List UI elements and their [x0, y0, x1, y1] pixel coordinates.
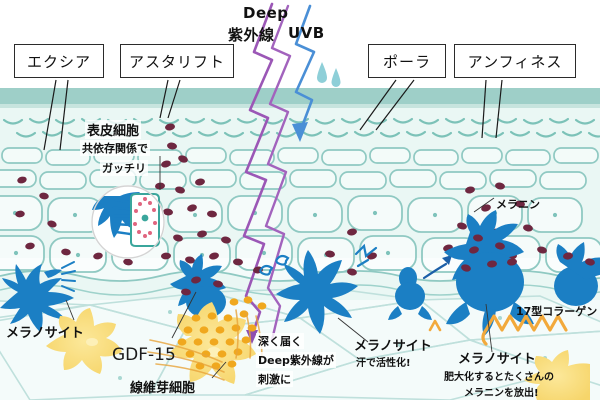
brand-label-amphinese[interactable]: アンフィネス — [454, 44, 576, 78]
annotation-melanocyte-right-sub1: 肥大化するとたくさんの — [444, 372, 554, 383]
title-uvb: UVB — [288, 24, 325, 42]
annotation-fibroblast: 線維芽細胞 — [130, 381, 196, 396]
leader-lines — [43, 79, 503, 151]
annotation-melanocyte-right-sub2: メラニンを放出! — [464, 388, 539, 399]
annotation-melanocyte-mid-sub: 汗で活性化! — [356, 358, 411, 369]
annotation-collagen17: 17型コラーゲン — [516, 305, 598, 318]
magnified-cell-detail — [91, 185, 165, 259]
brand-label-pola[interactable]: ポーラ — [368, 44, 446, 78]
annotation-deep-uv-line1: 深く届く — [256, 333, 304, 349]
fibroblast-left-shape — [46, 308, 122, 374]
sweat-droplets — [317, 62, 341, 87]
melanocyte-small-right-shape — [388, 267, 432, 320]
title-deep: Deep — [243, 4, 289, 22]
annotation-melanocyte-right: メラノサイト — [458, 352, 536, 367]
annotation-melanocyte-mid: メラノサイト — [354, 339, 432, 354]
melanin-granules-left — [15, 176, 133, 266]
uvb-ray — [294, 4, 316, 134]
collagen17-chain — [481, 314, 568, 346]
annotation-melanin: メラニン — [496, 198, 540, 211]
annotation-gatchiri: ガッチリ — [100, 160, 148, 176]
melanin-granules-right — [305, 182, 547, 276]
melanocyte-left-shape — [0, 264, 74, 332]
annotation-gdf15: GDF-15 — [112, 345, 176, 365]
brand-label-excia[interactable]: エクシア — [14, 44, 104, 78]
annotation-epidermal-cell: 表皮細胞 — [85, 120, 142, 139]
melanocyte-center-shape — [276, 250, 358, 334]
melanocyte-enlarged-shape — [444, 210, 534, 336]
title-shigaisen: 紫外線 — [228, 26, 275, 44]
annotation-deep-uv-line2: Deep紫外線が — [256, 352, 336, 368]
annotation-deep-uv-line3: 刺激に — [256, 371, 293, 387]
brand-label-astalift[interactable]: アスタリフト — [120, 44, 234, 78]
annotation-melanocyte-left: メラノサイト — [6, 326, 84, 341]
annotation-codependent: 共依存関係で — [80, 140, 150, 156]
fibroblast-right-shape — [524, 350, 590, 400]
